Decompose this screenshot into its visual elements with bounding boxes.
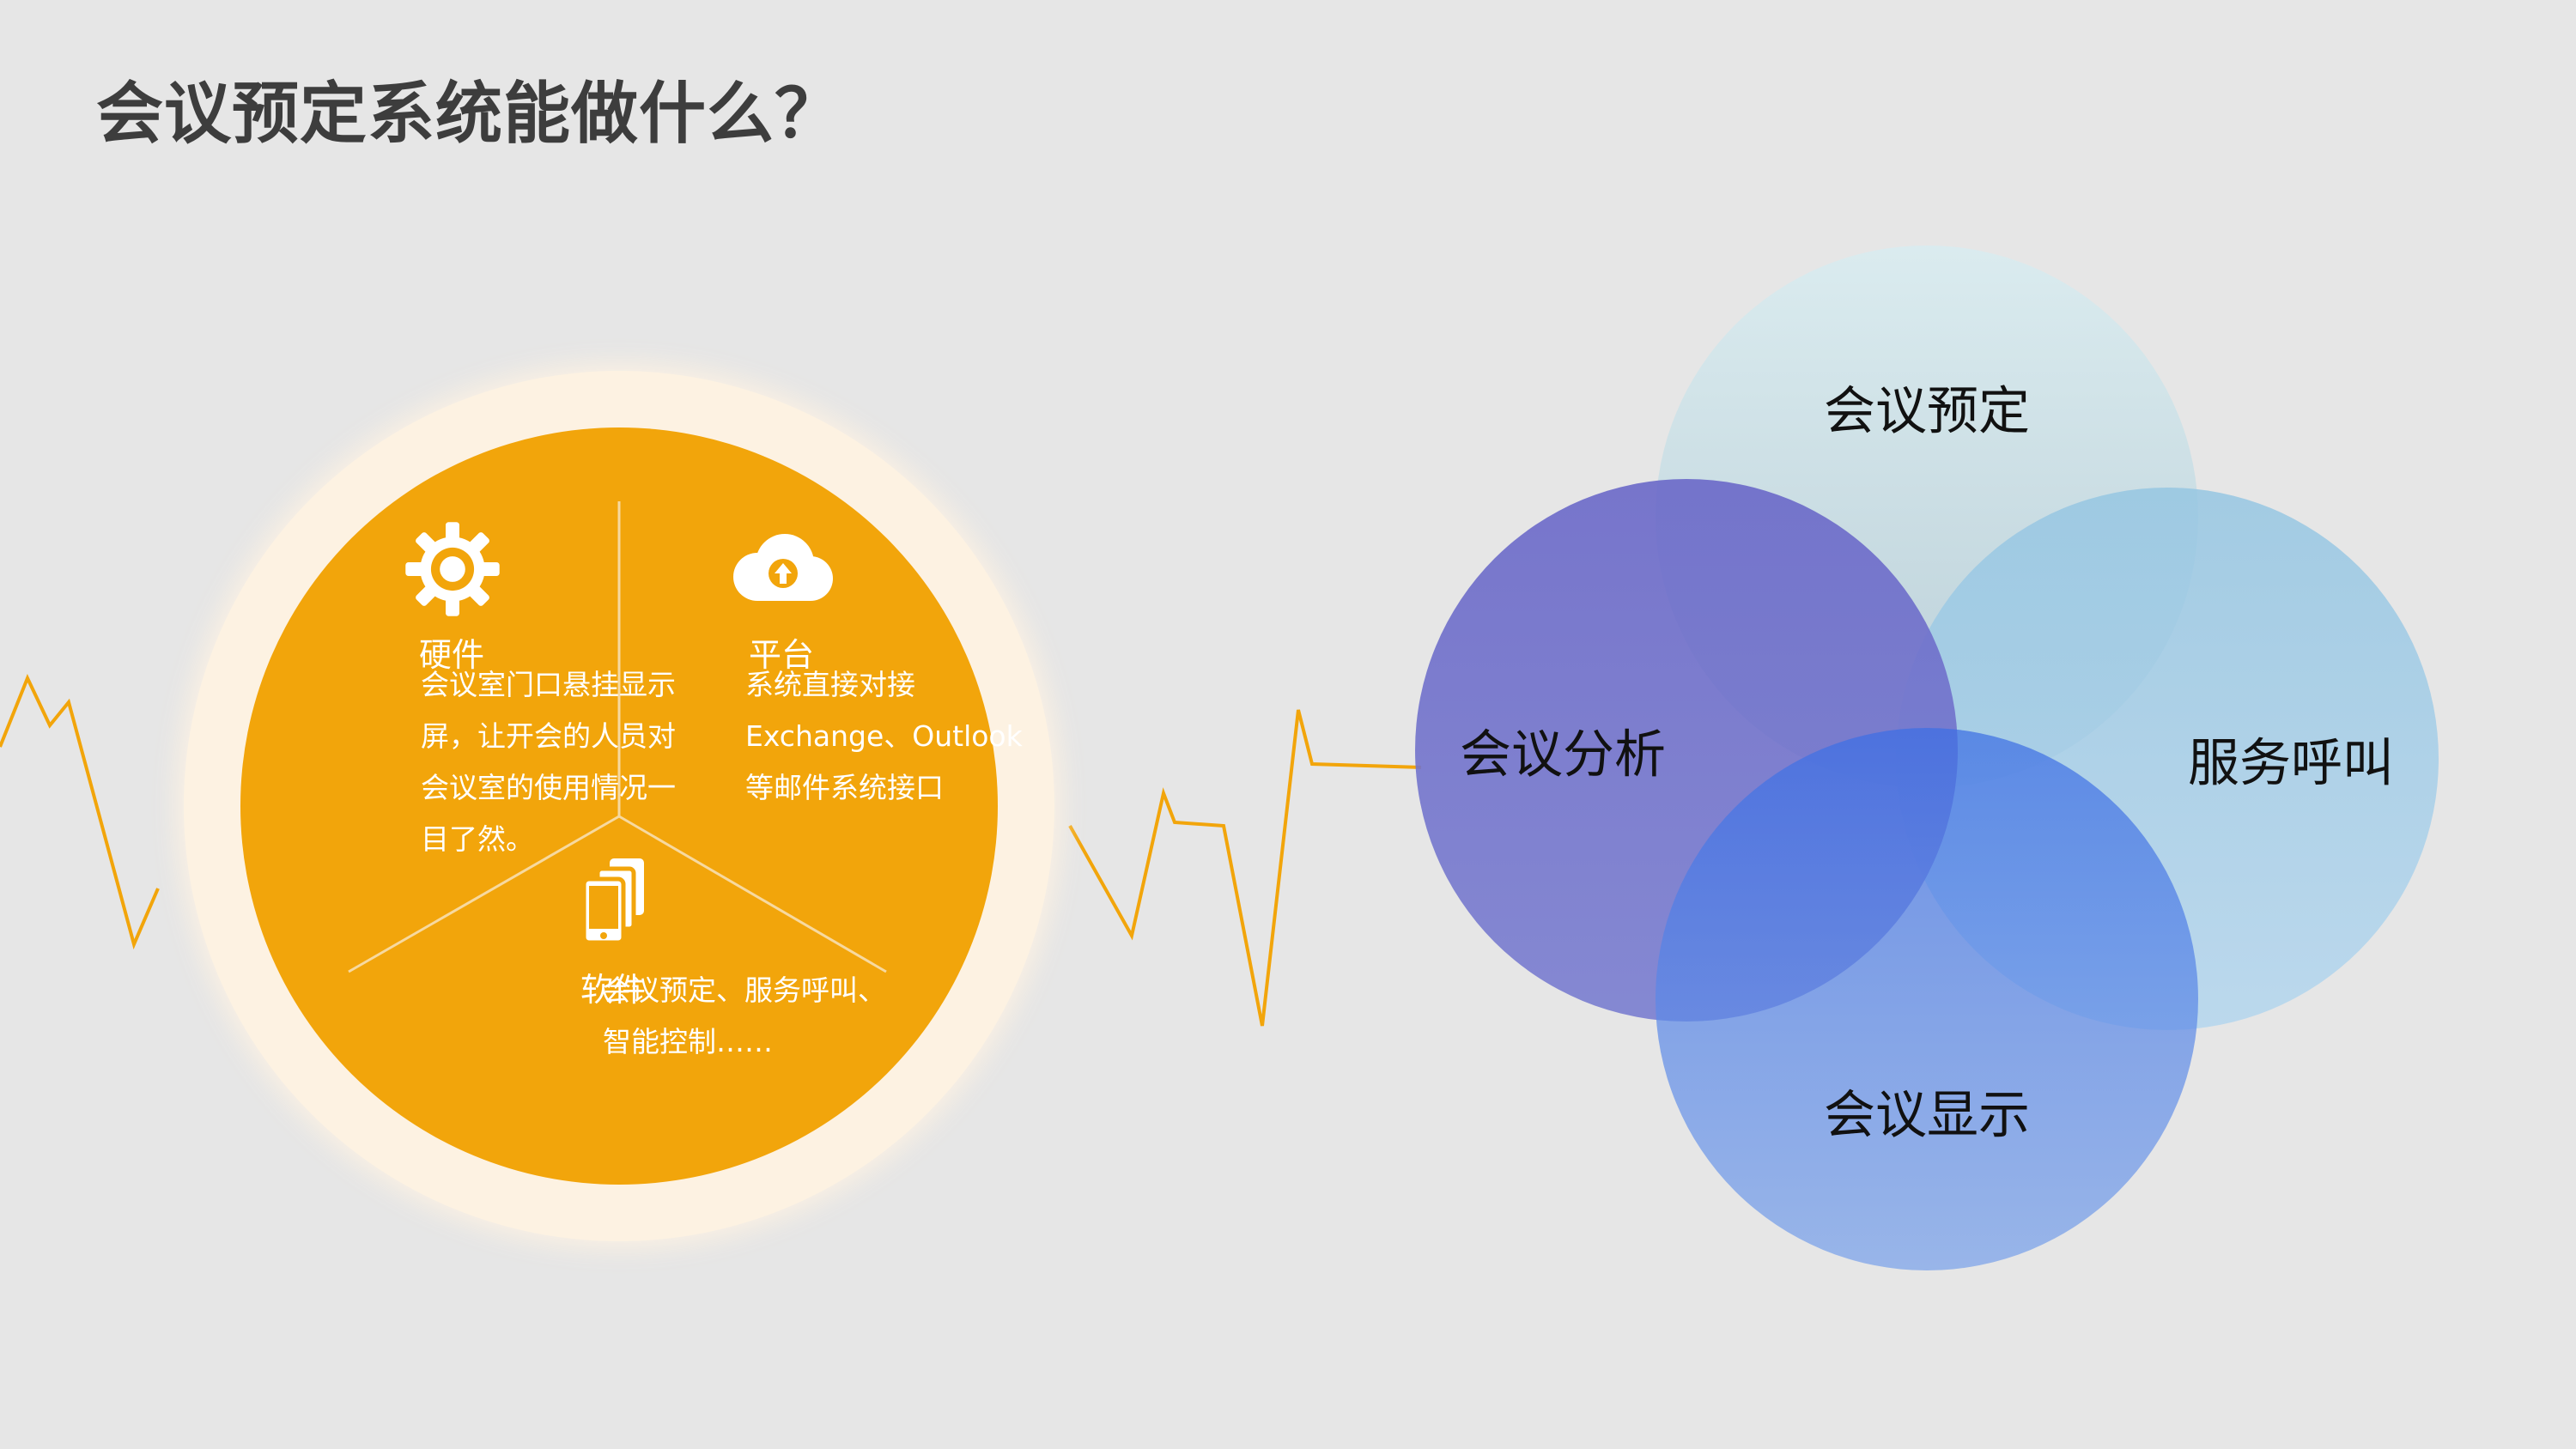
software-line-2: 智能控制…… <box>603 1025 773 1058</box>
platform-title: 平台 <box>749 636 815 674</box>
page-title: 会议预定系统能做什么？ <box>96 76 843 153</box>
platform-description: 系统直接对接 Exchange、Outlook 等邮件系统接口 <box>745 659 1023 814</box>
hardware-title: 硬件 <box>419 636 485 674</box>
cloud-upload-icon <box>733 534 833 601</box>
venn-circle-bottom <box>1656 728 2198 1270</box>
hardware-description: 会议室门口悬挂显示 屏，让开会的人员对 会议室的使用情况一 目了然。 <box>421 659 676 865</box>
platform-line-1: 系统直接对接 <box>745 668 915 701</box>
venn-label-bottom: 会议显示 <box>1824 1085 2030 1146</box>
hardware-line-2: 屏，让开会的人员对 <box>421 719 676 753</box>
pulse-line-left <box>0 673 160 950</box>
venn-label-top: 会议预定 <box>1824 381 2030 442</box>
venn-label-left: 会议分析 <box>1460 724 1666 785</box>
platform-line-2: Exchange、Outlook <box>745 719 1023 753</box>
pulse-line-middle <box>1068 709 1422 1027</box>
hardware-line-3: 会议室的使用情况一 <box>421 771 676 804</box>
platform-line-3: 等邮件系统接口 <box>745 771 944 804</box>
venn-label-right: 服务呼叫 <box>2188 733 2394 794</box>
software-description: 会议预定、服务呼叫、 智能控制…… <box>603 965 886 1068</box>
hardware-line-1: 会议室门口悬挂显示 <box>421 668 676 701</box>
hardware-line-4: 目了然。 <box>421 822 534 856</box>
gear-icon <box>405 522 500 616</box>
software-line-1: 会议预定、服务呼叫、 <box>603 973 886 1007</box>
wheel-dividers <box>348 501 887 973</box>
mobile-devices-icon <box>581 858 644 945</box>
software-title: 软件 <box>580 971 647 1009</box>
